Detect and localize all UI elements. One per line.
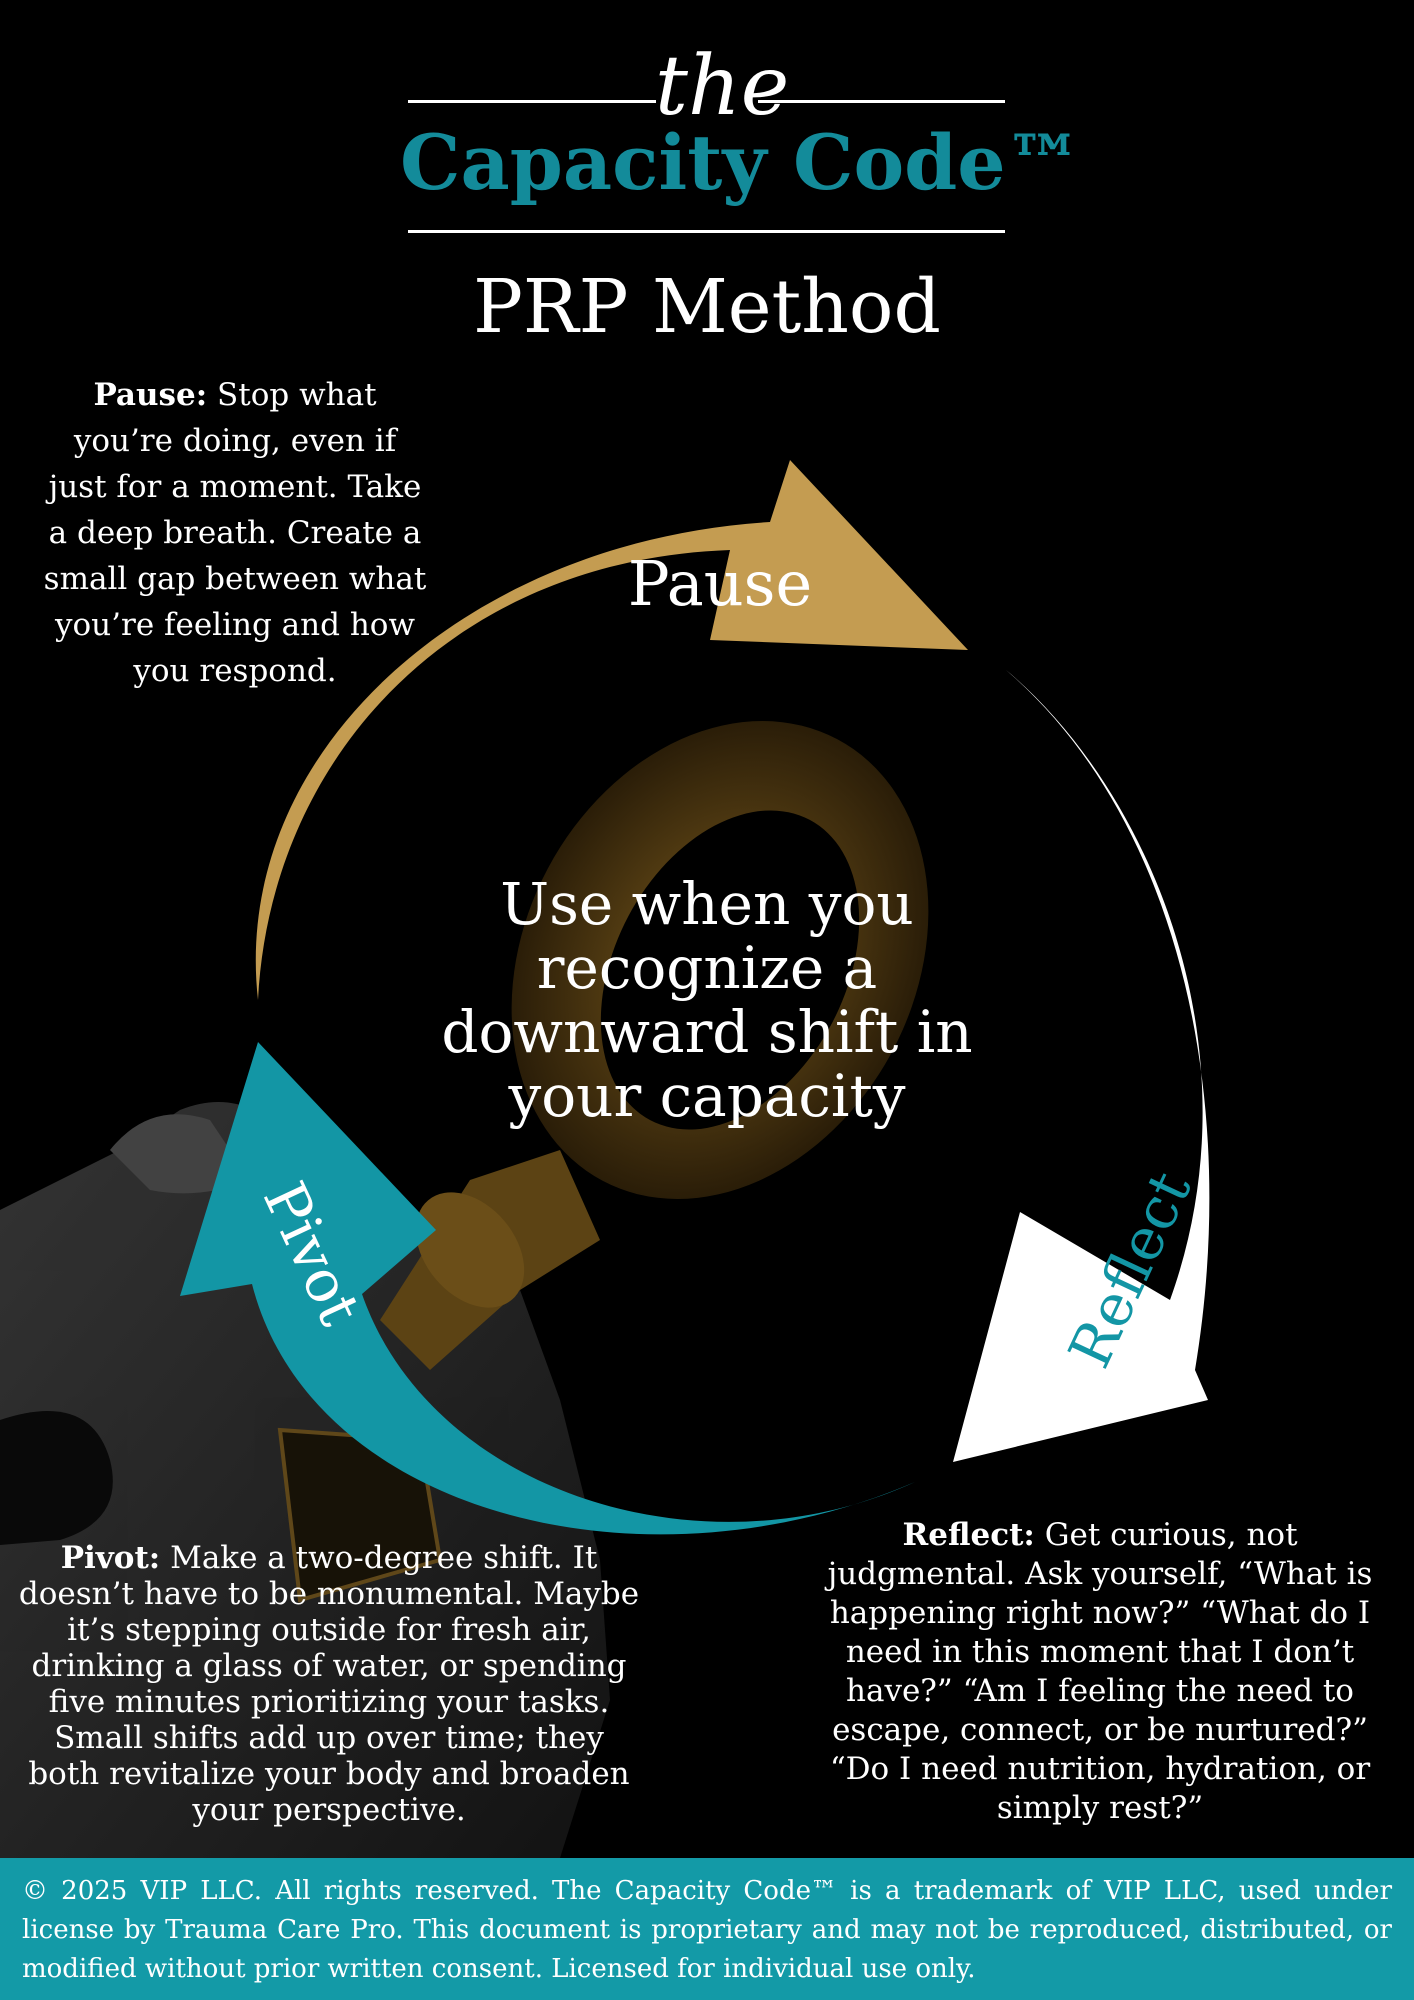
header-rule-left bbox=[408, 100, 656, 103]
copyright-notice: © 2025 VIP LLC. All rights reserved. The… bbox=[22, 1876, 1392, 1984]
pause-term: Pause: bbox=[93, 377, 208, 413]
pause-description: Pause: Stop what you’re doing, even if j… bbox=[40, 372, 430, 694]
key-image bbox=[380, 721, 929, 1370]
reflect-text: Get curious, not judgmental. Ask yoursel… bbox=[827, 1517, 1373, 1826]
pivot-arrow bbox=[180, 1042, 915, 1535]
pivot-term: Pivot: bbox=[60, 1540, 161, 1576]
page-title: PRP Method bbox=[473, 264, 941, 350]
pivot-text: Make a two-degree shift. It doesn’t have… bbox=[18, 1540, 640, 1828]
center-instruction: Use when you recognize a downward shift … bbox=[441, 870, 973, 1130]
pause-arrow-label: Pause bbox=[628, 547, 812, 620]
pivot-description: Pivot: Make a two-degree shift. It doesn… bbox=[18, 1540, 640, 1828]
pause-arrow bbox=[255, 460, 968, 1000]
brand-title: Capacity Code™ bbox=[400, 118, 1082, 207]
reflect-term: Reflect: bbox=[902, 1517, 1035, 1553]
footer-banner: © 2025 VIP LLC. All rights reserved. The… bbox=[0, 1858, 1414, 2000]
pause-text: Stop what you’re doing, even if just for… bbox=[43, 377, 427, 689]
header-rule-bottom bbox=[408, 230, 1005, 233]
reflect-arrow bbox=[953, 670, 1210, 1462]
header-rule-right bbox=[758, 100, 1005, 103]
reflect-description: Reflect: Get curious, not judgmental. As… bbox=[822, 1516, 1378, 1828]
